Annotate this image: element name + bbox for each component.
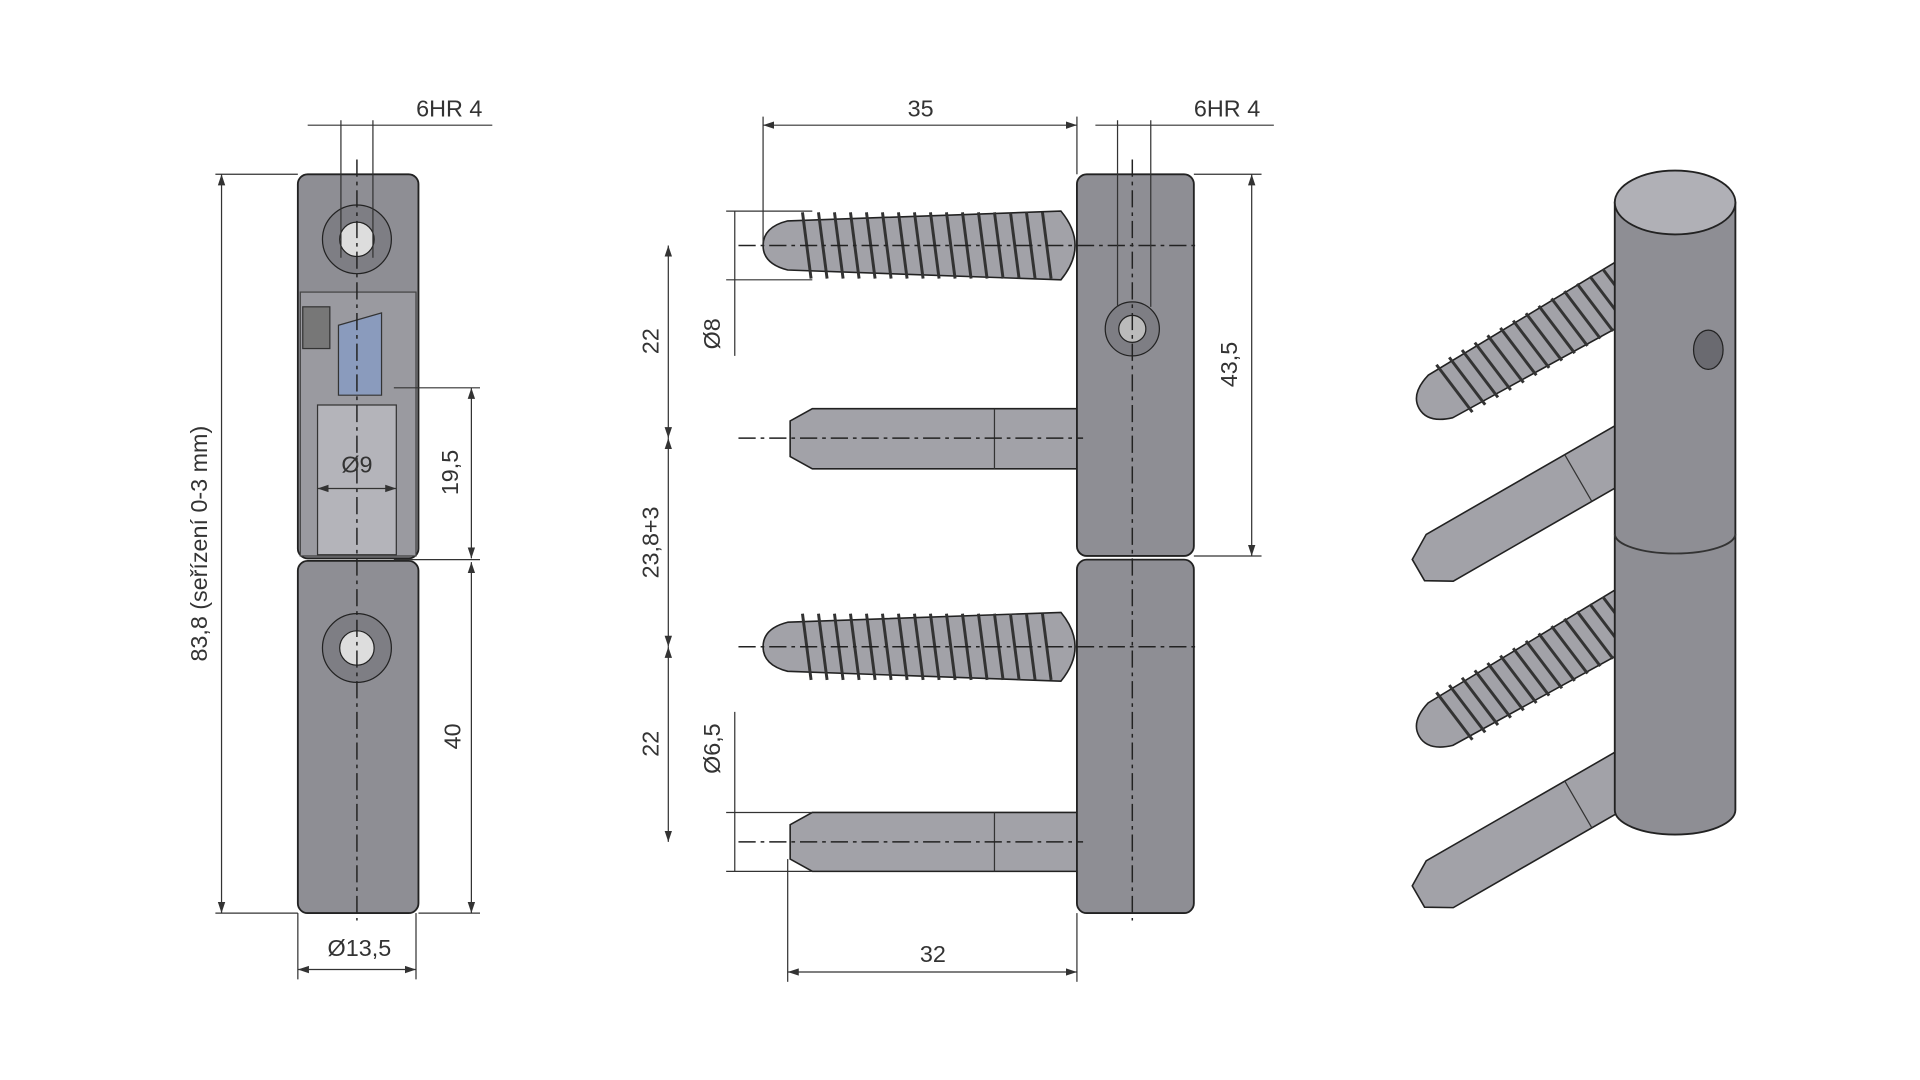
upper-height-label: 43,5: [1216, 342, 1242, 387]
smooth-pin: [1411, 746, 1652, 909]
threaded-screw: [1415, 580, 1659, 748]
thread-ridge: [1512, 647, 1551, 697]
upper-length-label: 19,5: [437, 450, 463, 495]
thread-ridge: [1486, 334, 1525, 384]
thread-ridge: [1435, 363, 1474, 413]
thread-ridge: [976, 613, 989, 681]
thread-ridge: [1499, 654, 1538, 704]
set-screw: [302, 306, 331, 350]
threaded-screw: [1415, 253, 1659, 421]
pin-diameter-label: Ø9: [341, 452, 372, 478]
barrel-cylinder: [1613, 201, 1737, 836]
thread-ridge: [1512, 319, 1551, 369]
thread-ridge: [944, 613, 957, 681]
spacing-bottom-label: 22: [637, 731, 663, 757]
adjustment-insert: [337, 312, 383, 396]
upper-barrel: [1076, 173, 1195, 557]
thread-diameter-label: Ø8: [699, 318, 725, 349]
thread-ridge: [912, 613, 925, 681]
front-view: 35 6HR 4 43,5 22 23,8+3 22 Ø8 Ø6,5 32: [637, 96, 1274, 982]
isometric-view: [1411, 169, 1737, 909]
spacing-top-label: 22: [637, 328, 663, 354]
barrel-diameter-label: Ø13,5: [328, 935, 392, 961]
thread-ridge: [944, 212, 957, 279]
barrel-top: [1613, 169, 1737, 236]
thread-ridge: [1550, 625, 1589, 675]
thread-ridge: [1486, 662, 1525, 712]
total-height-label: 83,8 (seřízení 0-3 mm): [186, 426, 212, 662]
thread-ridge: [1008, 212, 1021, 279]
thread-ridge: [1550, 297, 1589, 347]
thread-ridge: [1448, 684, 1487, 734]
thread-ridge: [1575, 282, 1615, 332]
spacing-middle-label: 23,8+3: [637, 506, 663, 578]
hex-label: 6HR 4: [416, 96, 482, 122]
hex-label: 6HR 4: [1194, 96, 1260, 122]
thread-ridge: [1563, 617, 1602, 668]
thread-ridge: [1575, 610, 1615, 660]
thread-ridge: [1563, 290, 1602, 340]
threaded-screw: [762, 611, 1076, 682]
thread-ridge: [1499, 327, 1538, 377]
side-view: 83,8 (seřízení 0-3 mm) 6HR 4 Ø9 19,5 40 …: [186, 96, 493, 980]
thread-ridge: [1524, 312, 1564, 362]
thread-ridge: [1008, 613, 1021, 681]
hex-socket-icon: [1692, 329, 1724, 371]
thread-ridge: [1435, 691, 1474, 741]
thread-ridge: [1473, 669, 1512, 719]
screw-length-label: 35: [908, 96, 934, 122]
lower-length-label: 40: [439, 723, 465, 749]
thread-ridge: [1524, 640, 1564, 690]
thread-ridge: [1460, 349, 1500, 399]
thread-ridge: [1460, 676, 1500, 726]
thread-ridge: [912, 212, 925, 279]
thread-ridge: [1537, 632, 1576, 682]
smooth-pin: [1411, 419, 1652, 582]
pin-diameter-label: Ø6,5: [699, 723, 725, 774]
thread-ridge: [1537, 304, 1576, 355]
thread-ridge: [1448, 356, 1487, 406]
pin-length-label: 32: [920, 941, 946, 967]
thread-ridge: [976, 212, 989, 279]
thread-ridge: [1473, 341, 1512, 391]
lower-barrel: [1076, 558, 1195, 915]
